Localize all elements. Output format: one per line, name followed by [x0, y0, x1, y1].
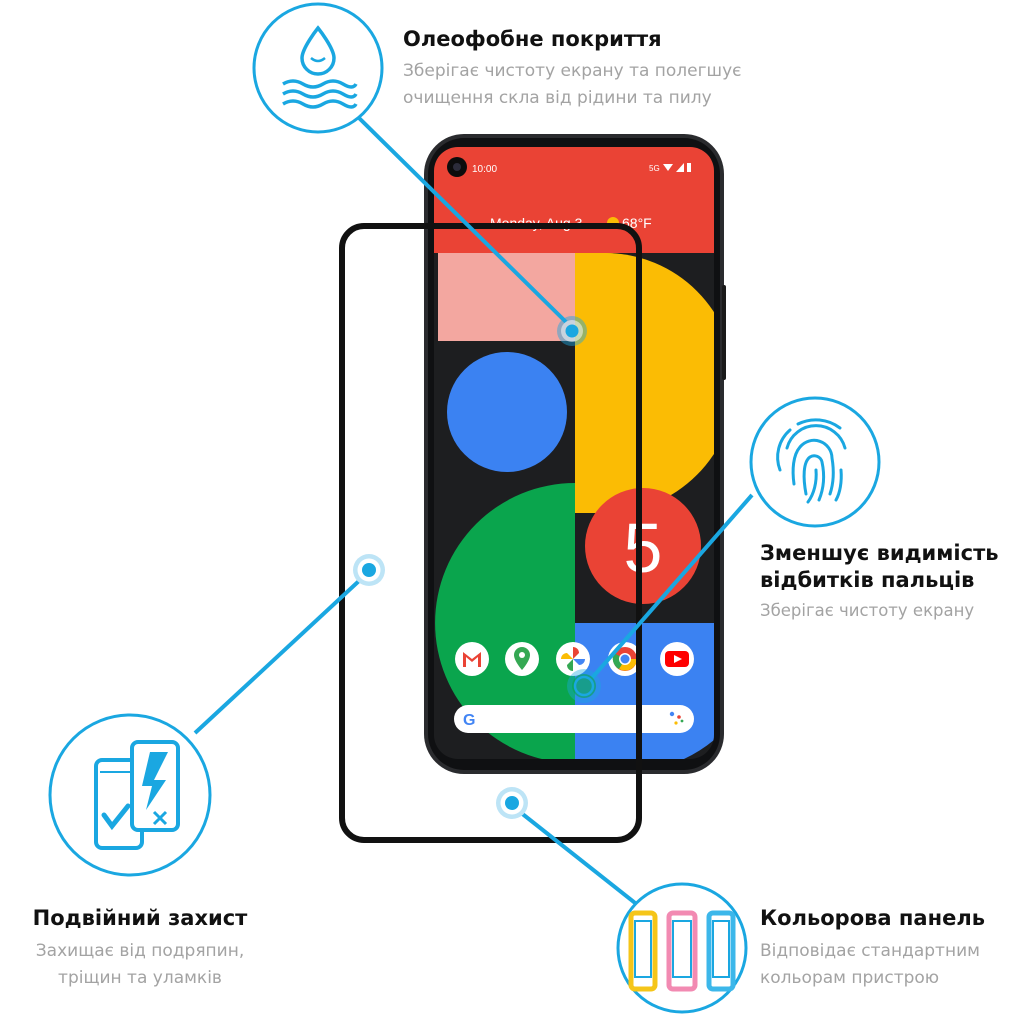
phone-screen: 5 10:00 5G Monday, Aug 3 68°F — [434, 147, 714, 759]
connector-fingerprint — [590, 493, 754, 680]
wifi-icon — [663, 164, 673, 171]
fingerprint-title-line-2: відбитків пальців — [760, 568, 975, 592]
fingerprint-icon — [749, 396, 881, 528]
hotspot-double[interactable] — [353, 554, 385, 586]
phone: 5 10:00 5G Monday, Aug 3 68°F — [424, 134, 726, 774]
wallpaper-pink-block — [438, 253, 575, 341]
status-network: 5G — [649, 164, 660, 173]
oleophobic-title: Олеофобне покриття — [403, 27, 662, 51]
connector-oleophobic — [355, 114, 568, 324]
hotspot-fingerprint[interactable] — [567, 669, 601, 703]
oleophobic-description: Зберігає чистоту екрану та полегшує очищ… — [403, 58, 742, 112]
oleophobic-description-line-1: Зберігає чистоту екрану та полегшує — [403, 61, 742, 81]
water-drop-icon — [252, 2, 384, 134]
connector-lines — [193, 114, 754, 912]
color-panel-description-line-1: Відповідає стандартним — [760, 941, 980, 961]
color-panel-phones-icon — [616, 882, 748, 1014]
double-description-line-2: тріщин та уламків — [58, 968, 222, 988]
connector-double — [193, 578, 362, 735]
color-panel-title: Кольорова панель — [760, 906, 986, 930]
wallpaper-green-shape — [435, 483, 575, 759]
connector-color-panel — [518, 810, 646, 912]
oleophobic-description-line-2: очищення скла від рідини та пилу — [403, 88, 712, 108]
wallpaper-blue-circle — [447, 352, 567, 472]
signal-icon — [676, 163, 684, 172]
color-panel-description-line-2: кольорам пристрою — [760, 968, 940, 988]
double-description: Захищає від подряпин, тріщин та уламків — [0, 938, 280, 992]
double-description-line-1: Захищає від подряпин, — [35, 941, 245, 961]
assistant-icon[interactable] — [669, 711, 675, 717]
double-protection-icon — [48, 713, 212, 877]
status-time: 10:00 — [472, 164, 497, 175]
hotspot-color-panel[interactable] — [496, 787, 528, 819]
battery-icon — [687, 163, 691, 172]
hotspot-oleophobic[interactable] — [557, 316, 587, 346]
search-bar[interactable] — [454, 705, 694, 733]
color-panel-description: Відповідає стандартним кольорам пристрою — [760, 938, 980, 992]
fingerprint-title: Зменшує видимість відбитків пальців — [760, 540, 999, 594]
fingerprint-title-line-1: Зменшує видимість — [760, 541, 999, 565]
google-logo: G — [463, 712, 475, 729]
glass-protector-frame — [339, 223, 642, 843]
app-dock — [455, 642, 694, 676]
big-numeral: 5 — [624, 509, 663, 587]
wallpaper-red-block — [434, 147, 714, 253]
double-title: Подвійний захист — [32, 906, 248, 930]
fingerprint-description: Зберігає чистоту екрану — [760, 601, 975, 620]
wallpaper-red-circle — [585, 488, 701, 604]
phone-side-button — [722, 285, 726, 380]
